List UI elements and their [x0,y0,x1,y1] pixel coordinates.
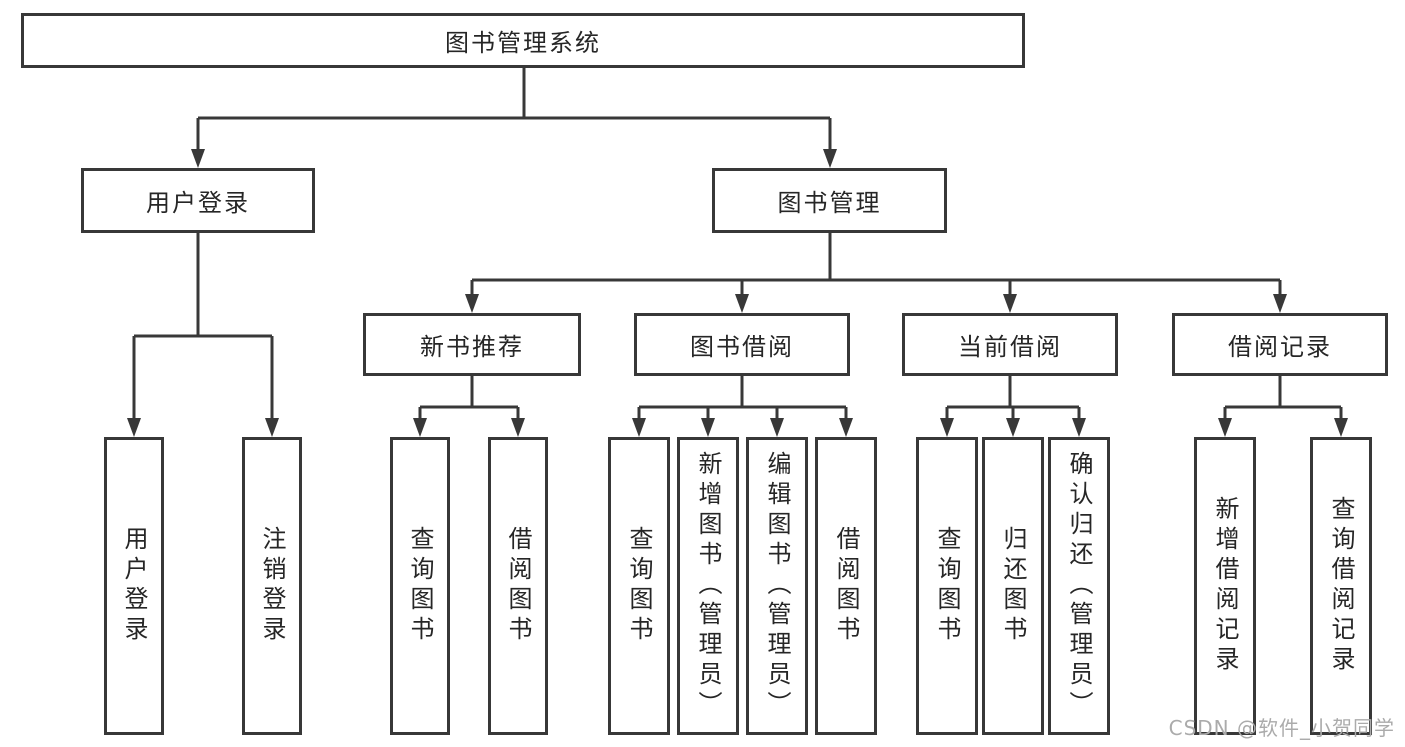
node-book-borrow: 图书借阅 [634,313,850,376]
node-label: 归还图书 [999,526,1027,646]
node-label: 图书管理 [777,189,882,217]
node-label: 查询图书 [933,526,961,646]
node-label: 查询借阅记录 [1327,496,1355,676]
node-label: 编辑图书（管理员） [763,451,791,721]
node-label: 借阅图书 [832,526,860,646]
node-leaf-user-login: 用户登录 [104,437,164,735]
csdn-watermark: CSDN @软件_小贺同学 [1168,716,1395,740]
node-leaf-add-borrow-record: 新增借阅记录 [1194,437,1256,735]
node-label: 新书推荐 [420,333,524,361]
node-new-book-recommend: 新书推荐 [363,313,581,376]
node-label: 新增借阅记录 [1211,496,1239,676]
node-leaf-add-book-admin: 新增图书（管理员） [677,437,739,735]
node-leaf-logout: 注销登录 [242,437,302,735]
node-label: 用户登录 [120,526,148,646]
node-leaf-confirm-return-admin: 确认归还（管理员） [1048,437,1110,735]
node-label: 图书借阅 [690,333,794,361]
node-label: 用户登录 [146,189,250,217]
node-label: 借阅图书 [504,526,532,646]
node-label: 借阅记录 [1228,333,1332,361]
node-leaf-query-book-2: 查询图书 [608,437,670,735]
node-label: 当前借阅 [958,333,1062,361]
node-leaf-borrow-book-1: 借阅图书 [488,437,548,735]
node-leaf-return-book: 归还图书 [982,437,1044,735]
node-borrow-records: 借阅记录 [1172,313,1388,376]
node-root-label: 图书管理系统 [445,29,601,57]
node-leaf-borrow-book-2: 借阅图书 [815,437,877,735]
node-label: 新增图书（管理员） [694,451,722,721]
node-leaf-query-borrow-record: 查询借阅记录 [1310,437,1372,735]
node-root: 图书管理系统 [21,13,1025,68]
node-label: 注销登录 [258,526,286,646]
node-label: 查询图书 [625,526,653,646]
node-user-login-module: 用户登录 [81,168,315,233]
arrow-down-icons [127,149,1348,437]
node-book-management: 图书管理 [712,168,947,233]
node-leaf-edit-book-admin: 编辑图书（管理员） [746,437,808,735]
node-label: 确认归还（管理员） [1065,451,1093,721]
node-current-borrow: 当前借阅 [902,313,1118,376]
node-leaf-query-book-3: 查询图书 [916,437,978,735]
node-leaf-query-book-1: 查询图书 [390,437,450,735]
node-label: 查询图书 [406,526,434,646]
